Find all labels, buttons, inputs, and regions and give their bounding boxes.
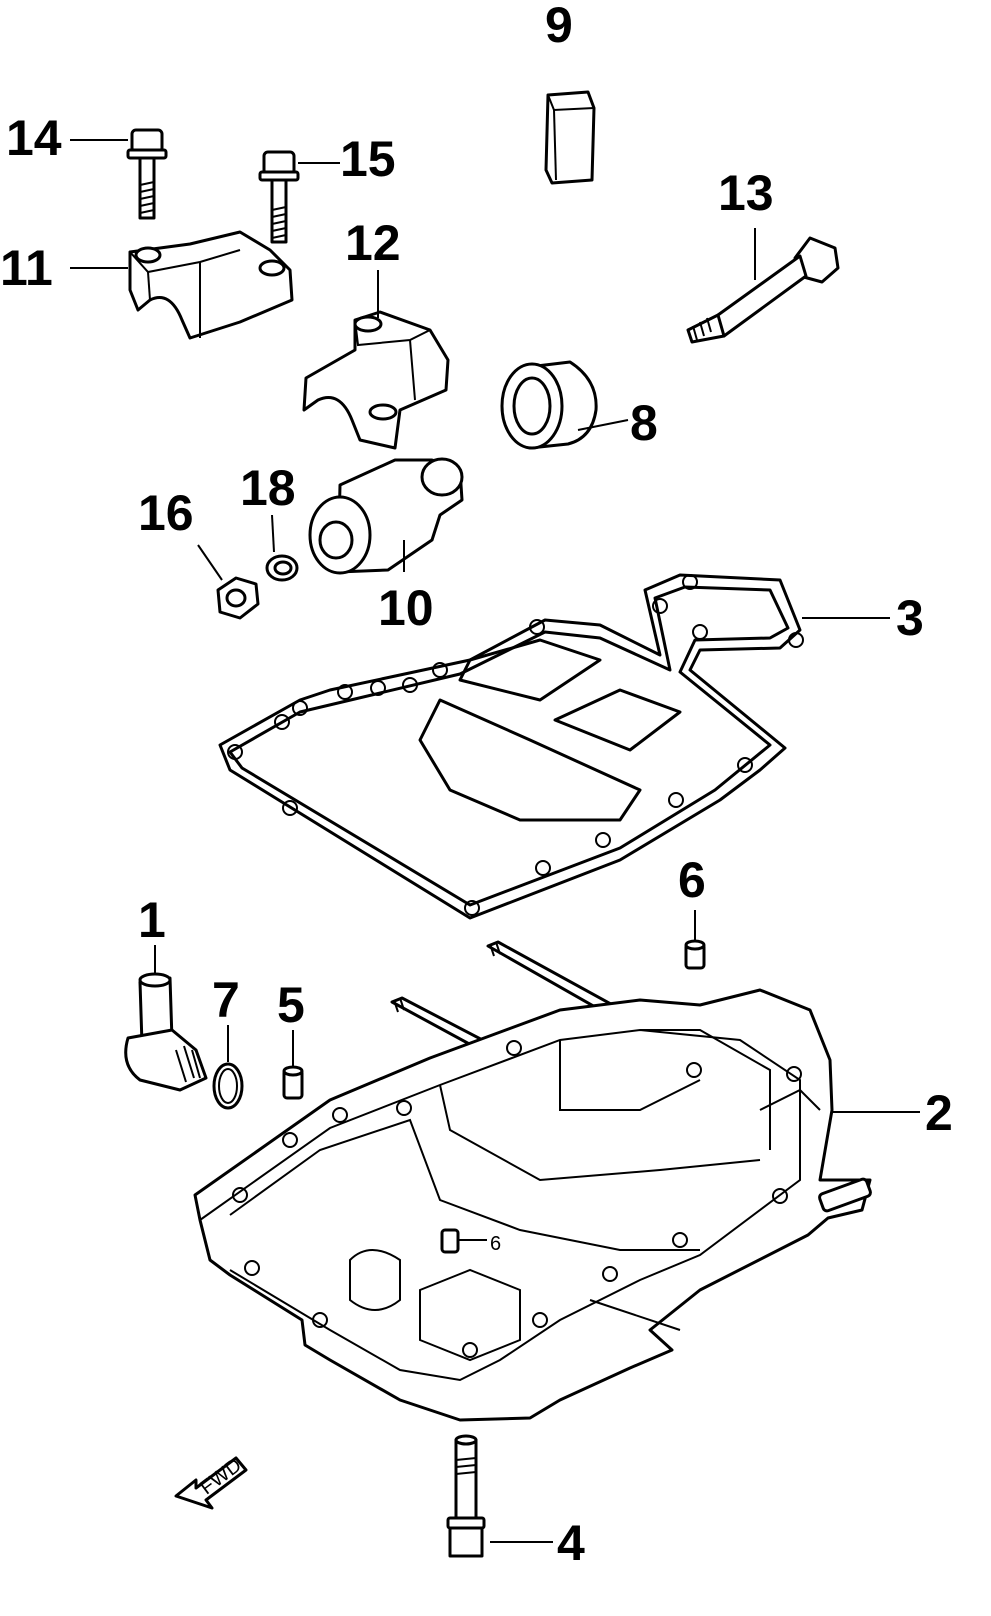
- callout-3: 3: [896, 590, 924, 646]
- part-12-mount-bracket: [302, 310, 450, 450]
- callout-4: 4: [557, 1515, 585, 1571]
- part-16-nut: [216, 576, 260, 620]
- callout-2: 2: [925, 1085, 953, 1141]
- callout-labels: 9 14 15 13 12 11 8 18 16 10 3 6 1 7 5 2 …: [0, 0, 953, 1571]
- callout-16: 16: [138, 485, 194, 541]
- fwd-arrow: FWD: [174, 1454, 248, 1510]
- callout-15: 15: [340, 131, 396, 187]
- callout-10: 10: [378, 580, 434, 636]
- callout-14: 14: [6, 110, 62, 166]
- gasket-bolt-holes: [227, 574, 804, 916]
- callout-8: 8: [630, 395, 658, 451]
- part-2-housing: [193, 940, 872, 1422]
- callout-9: 9: [545, 0, 573, 53]
- part-9-damper: [544, 90, 596, 185]
- callout-13: 13: [718, 165, 774, 221]
- part-15-bolt: [258, 150, 300, 244]
- callout-18: 18: [240, 460, 296, 516]
- part-18-washer: [265, 554, 299, 582]
- callout-11: 11: [0, 240, 53, 296]
- part-7-o-ring: [212, 1062, 244, 1110]
- leader-lines: [70, 139, 920, 1543]
- part-11-mount-bracket: [128, 230, 294, 340]
- part-14-bolt: [126, 128, 168, 220]
- part-13-long-bolt: [686, 236, 840, 344]
- callout-12: 12: [345, 215, 401, 271]
- part-4-bolt: [446, 1434, 486, 1558]
- part-3-gasket: [218, 573, 804, 920]
- callout-1: 1: [138, 892, 166, 948]
- part-8-bushing: [500, 360, 598, 450]
- callout-5: 5: [277, 977, 305, 1033]
- callout-7: 7: [212, 972, 240, 1028]
- callout-6: 6: [678, 852, 706, 908]
- part-1-fitting: [124, 972, 208, 1092]
- part-10-damper-mount: [308, 457, 464, 575]
- part-6-dowel-pin: [684, 939, 706, 970]
- housing-bolt-holes: [232, 1040, 802, 1358]
- part-5-dowel-pin: [282, 1065, 304, 1100]
- callout-6-inner: 6: [490, 1233, 501, 1255]
